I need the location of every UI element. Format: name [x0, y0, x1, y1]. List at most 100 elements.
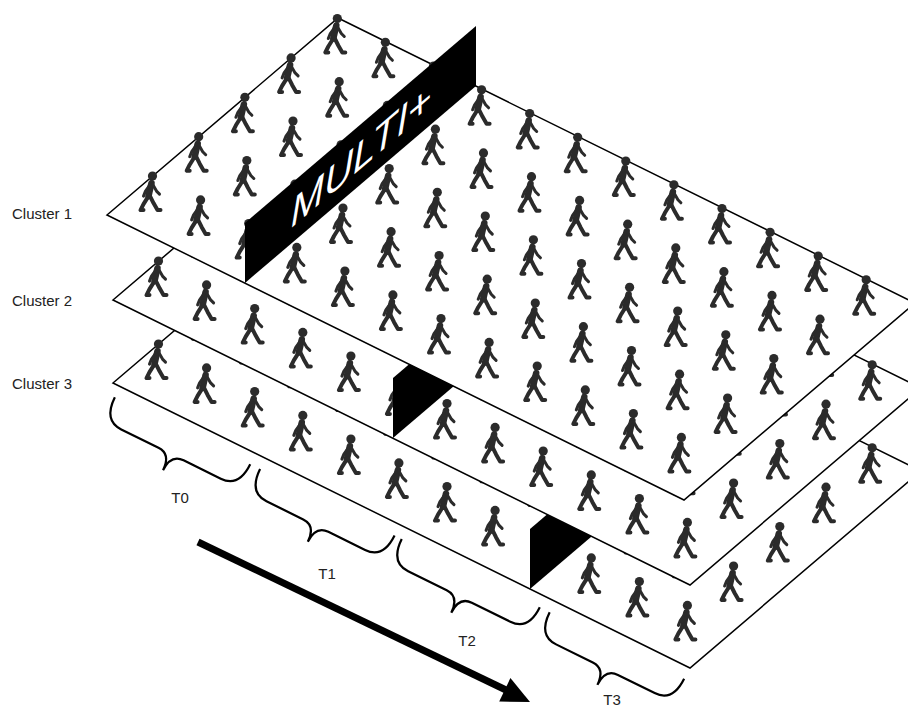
walking-figure	[714, 330, 734, 369]
walking-figure	[760, 291, 780, 330]
walking-figure	[621, 409, 641, 448]
time-arrow	[198, 542, 506, 690]
walking-figure	[333, 267, 353, 306]
walking-figure	[806, 251, 826, 290]
walking-figure	[339, 435, 359, 474]
walking-figure	[618, 283, 638, 322]
walking-figure	[814, 400, 834, 439]
walking-figure	[473, 212, 493, 251]
walking-figure	[814, 483, 834, 522]
brace	[241, 469, 395, 575]
walking-figure	[291, 328, 311, 367]
walking-figure	[483, 506, 503, 545]
walking-figure	[233, 93, 253, 132]
walking-figure	[669, 433, 689, 472]
walking-figure	[573, 385, 593, 424]
arrow-head	[499, 678, 530, 702]
walking-figure	[381, 290, 401, 329]
walking-figure	[712, 267, 732, 306]
walking-figure	[141, 172, 161, 211]
walking-figure	[472, 148, 492, 187]
cluster-label: Cluster 2	[12, 292, 72, 309]
walking-figure	[520, 172, 540, 211]
walking-figure	[860, 443, 880, 482]
time-label: T3	[603, 691, 621, 708]
walking-figure	[675, 518, 695, 557]
walking-figure	[373, 38, 393, 77]
walking-figure	[291, 411, 311, 450]
walking-figure	[435, 482, 455, 521]
walking-figure	[187, 132, 207, 171]
brace	[382, 539, 540, 647]
walking-figure	[425, 188, 445, 227]
walking-figure	[860, 360, 880, 399]
walking-figure	[531, 447, 551, 486]
walking-figure	[483, 423, 503, 462]
walking-figure	[762, 354, 782, 393]
walking-figure	[666, 307, 686, 346]
walking-figure	[571, 322, 591, 361]
walking-figure	[675, 601, 695, 640]
walking-figure	[279, 53, 299, 92]
cluster-plane	[107, 18, 908, 500]
walking-figure	[662, 180, 682, 219]
walking-figure	[285, 243, 305, 282]
walking-figure	[435, 399, 455, 438]
brace	[95, 397, 250, 503]
walking-figure	[475, 275, 495, 314]
walking-figure	[523, 298, 543, 337]
walking-figure	[579, 470, 599, 509]
walking-figure	[620, 346, 640, 385]
walking-figure	[627, 494, 647, 533]
walking-figure	[710, 204, 730, 243]
walking-figure	[189, 195, 209, 234]
walking-figure	[243, 304, 263, 343]
walking-figure	[243, 387, 263, 426]
walking-figure	[566, 133, 586, 172]
walking-figure	[377, 164, 397, 203]
cluster-label: Cluster 1	[12, 205, 72, 222]
walking-figure	[331, 203, 351, 242]
time-label: T2	[458, 632, 476, 649]
time-label: T0	[171, 489, 189, 506]
brace	[530, 612, 684, 710]
walking-figure	[579, 553, 599, 592]
barrier-panel: MULTI+	[245, 26, 476, 283]
figure-group	[141, 14, 442, 258]
walking-figure	[521, 235, 541, 274]
walking-figure	[195, 363, 215, 402]
panel-fill	[245, 26, 476, 283]
walking-figure	[616, 220, 636, 259]
walking-figure	[477, 338, 497, 377]
walking-figure	[627, 577, 647, 616]
walking-figure	[768, 439, 788, 478]
walking-figure	[327, 77, 347, 116]
time-label: T1	[318, 565, 336, 582]
walking-figure	[722, 478, 742, 517]
walking-figure	[768, 522, 788, 561]
walking-figure	[147, 340, 167, 379]
time-braces	[95, 397, 684, 710]
walking-figure	[758, 228, 778, 267]
walking-figure	[429, 314, 449, 353]
walking-figure	[664, 243, 684, 282]
walking-figure	[195, 280, 215, 319]
walking-figure	[854, 275, 874, 314]
walking-figure	[518, 109, 538, 148]
walking-figure	[147, 257, 167, 296]
walking-figure	[570, 259, 590, 298]
walking-figure	[568, 196, 588, 235]
walking-figure	[387, 458, 407, 497]
walking-figure	[379, 227, 399, 266]
panel-label: MULTI+	[290, 72, 430, 237]
cluster-label: Cluster 3	[12, 375, 72, 392]
walking-figure	[235, 156, 255, 195]
walking-figure	[427, 251, 447, 290]
walking-figure	[614, 156, 634, 195]
walking-figure	[808, 315, 828, 354]
walking-figure	[325, 14, 345, 53]
walking-figure	[423, 125, 443, 164]
walking-figure	[668, 370, 688, 409]
